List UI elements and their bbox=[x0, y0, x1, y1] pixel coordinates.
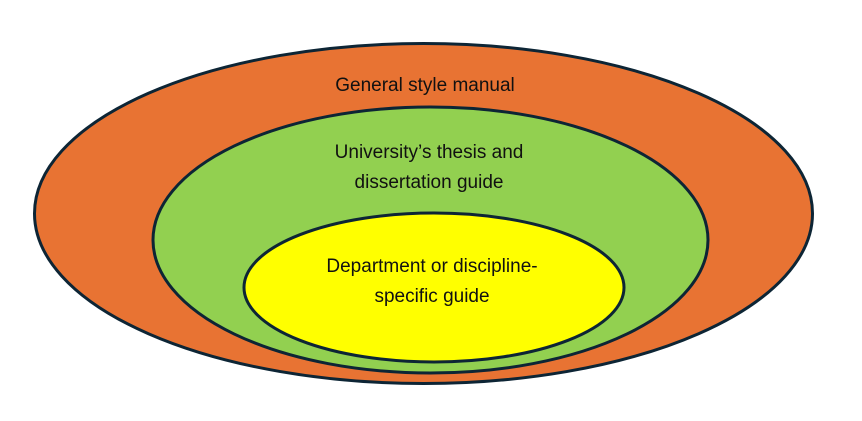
ellipse-department-guide bbox=[242, 211, 626, 364]
label-university-thesis-guide-line-1: University’s thesis and bbox=[335, 142, 524, 163]
label-department-guide-line-2: specific guide bbox=[374, 286, 489, 307]
label-general-style-manual: General style manual bbox=[335, 75, 515, 96]
label-department-guide-line-1: Department or discipline- bbox=[326, 256, 537, 277]
label-university-thesis-guide-line-2: dissertation guide bbox=[355, 172, 504, 193]
